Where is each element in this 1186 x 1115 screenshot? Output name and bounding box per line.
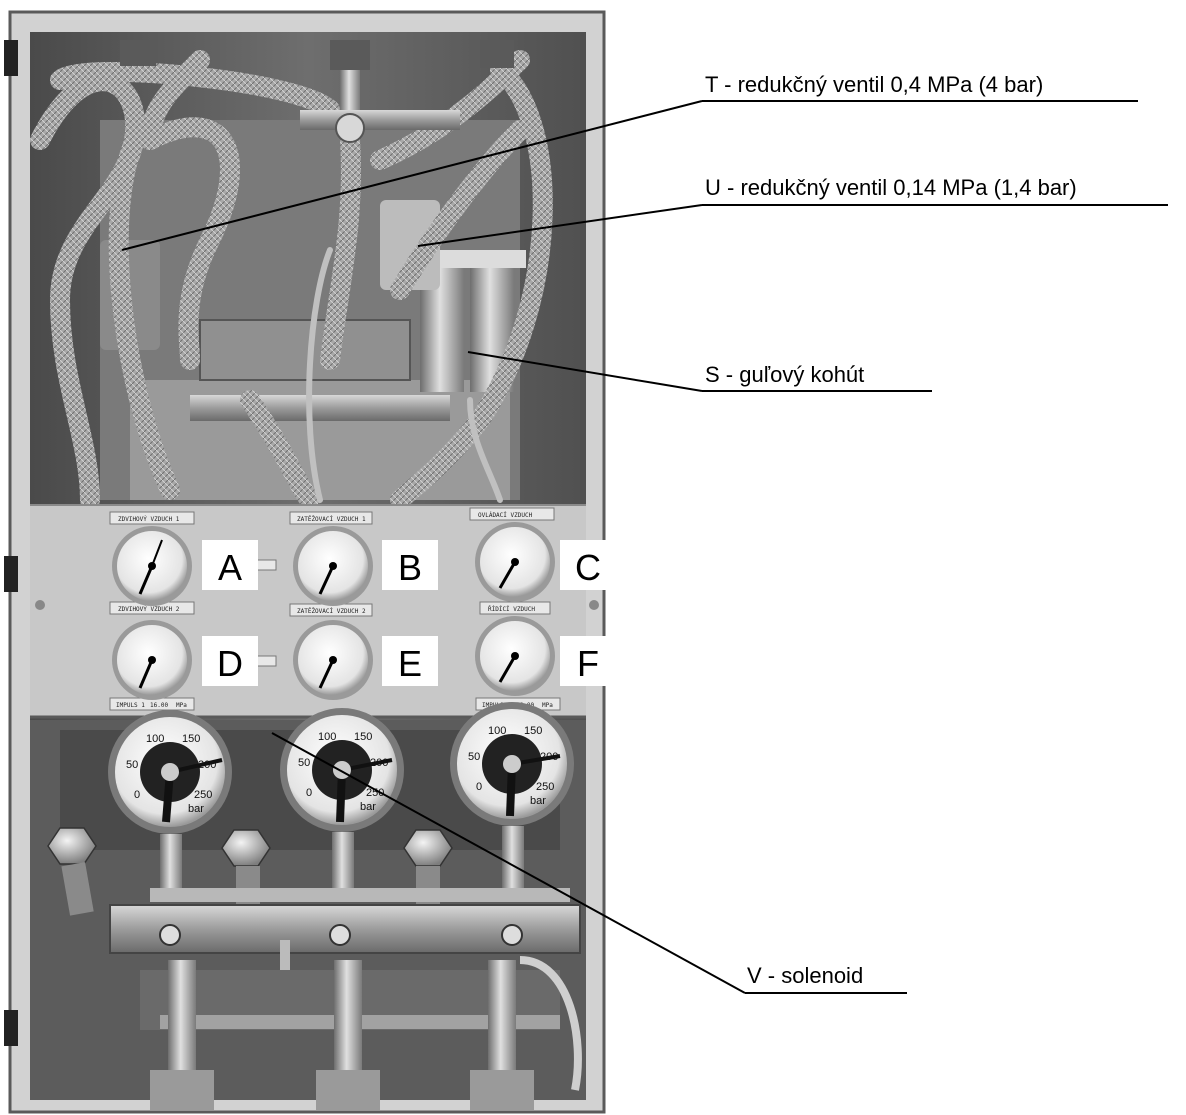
callout-s-leader	[467, 351, 703, 392]
g2-scale-250: 250	[366, 787, 384, 799]
gauge-f	[475, 616, 555, 696]
callout-s-label: S - guľový kohút	[705, 362, 864, 387]
callout-s: S - guľový kohút	[467, 351, 932, 392]
g3-scale-150: 150	[524, 725, 542, 737]
letter-f: F	[560, 636, 616, 686]
gauge-b	[293, 526, 373, 606]
g1-scale-250: 250	[194, 789, 212, 801]
callout-u-label: U - redukčný ventil 0,14 MPa (1,4 bar)	[705, 175, 1077, 200]
g1-scale-50: 50	[126, 759, 138, 771]
gauge-e	[293, 620, 373, 700]
letter-d: D	[202, 636, 258, 686]
small-gauges	[112, 522, 555, 700]
letter-e-text: E	[398, 643, 422, 684]
g1-scale-0: 0	[134, 789, 140, 801]
g2-unit: bar	[360, 801, 376, 813]
g2-scale-50: 50	[298, 757, 310, 769]
letter-c-text: C	[575, 547, 601, 588]
g3-scale-200: 200	[540, 751, 558, 763]
plate-label-impuls1: IMPULS 1	[116, 702, 145, 709]
letter-b-text: B	[398, 547, 422, 588]
callout-v-leader	[271, 732, 746, 994]
large-gauge-2	[280, 708, 404, 832]
g1-scale-150: 150	[182, 733, 200, 745]
callout-t-label: T - redukčný ventil 0,4 MPa (4 bar)	[705, 72, 1043, 97]
callout-t-leader	[121, 100, 703, 251]
g3-scale-0: 0	[476, 781, 482, 793]
letter-f-text: F	[577, 643, 599, 684]
gauge-d	[112, 620, 192, 700]
letter-b: B	[382, 540, 438, 590]
gauge-c	[475, 522, 555, 602]
plate-label-a: ZDVIHOVÝ VZDUCH 1	[118, 516, 180, 523]
callout-u: U - redukčný ventil 0,14 MPa (1,4 bar)	[417, 175, 1168, 247]
g2-scale-150: 150	[354, 731, 372, 743]
g2-scale-200: 200	[370, 757, 388, 769]
plate-label-d: ZDVIHOVÝ VZDUCH 2	[118, 606, 180, 613]
letter-a-text: A	[218, 547, 242, 588]
plate-unit-impuls2: MPa	[542, 702, 553, 709]
plate-label-b: ZATĚŽOVACÍ VZDUCH 1	[297, 515, 366, 523]
callout-v: V - solenoid	[271, 732, 907, 994]
g2-scale-100: 100	[318, 731, 336, 743]
g1-scale-200: 200	[198, 759, 216, 771]
g3-unit: bar	[530, 795, 546, 807]
callout-v-label: V - solenoid	[747, 963, 863, 988]
gauge-a	[112, 526, 192, 606]
letter-d-text: D	[217, 643, 243, 684]
plate-label-e: ZATĚŽOVACÍ VZDUCH 2	[297, 607, 366, 615]
g1-unit: bar	[188, 803, 204, 815]
plate-value-impuls1: 16.00	[150, 702, 168, 709]
large-gauge-1	[108, 710, 232, 834]
callout-u-leader	[417, 204, 703, 247]
g3-scale-250: 250	[536, 781, 554, 793]
g3-scale-100: 100	[488, 725, 506, 737]
plate-label-f: ŘÍDÍCÍ VZDUCH	[488, 605, 535, 613]
callout-t: T - redukčný ventil 0,4 MPa (4 bar)	[121, 72, 1138, 251]
plate-label-c: OVLÁDACÍ VZDUCH	[478, 511, 533, 519]
letter-e: E	[382, 636, 438, 686]
large-gauge-3	[450, 702, 574, 826]
letter-c: C	[560, 540, 616, 590]
g3-scale-50: 50	[468, 751, 480, 763]
letter-a: A	[202, 540, 258, 590]
g2-scale-0: 0	[306, 787, 312, 799]
plate-unit-impuls1: MPa	[176, 702, 187, 709]
g1-scale-100: 100	[146, 733, 164, 745]
